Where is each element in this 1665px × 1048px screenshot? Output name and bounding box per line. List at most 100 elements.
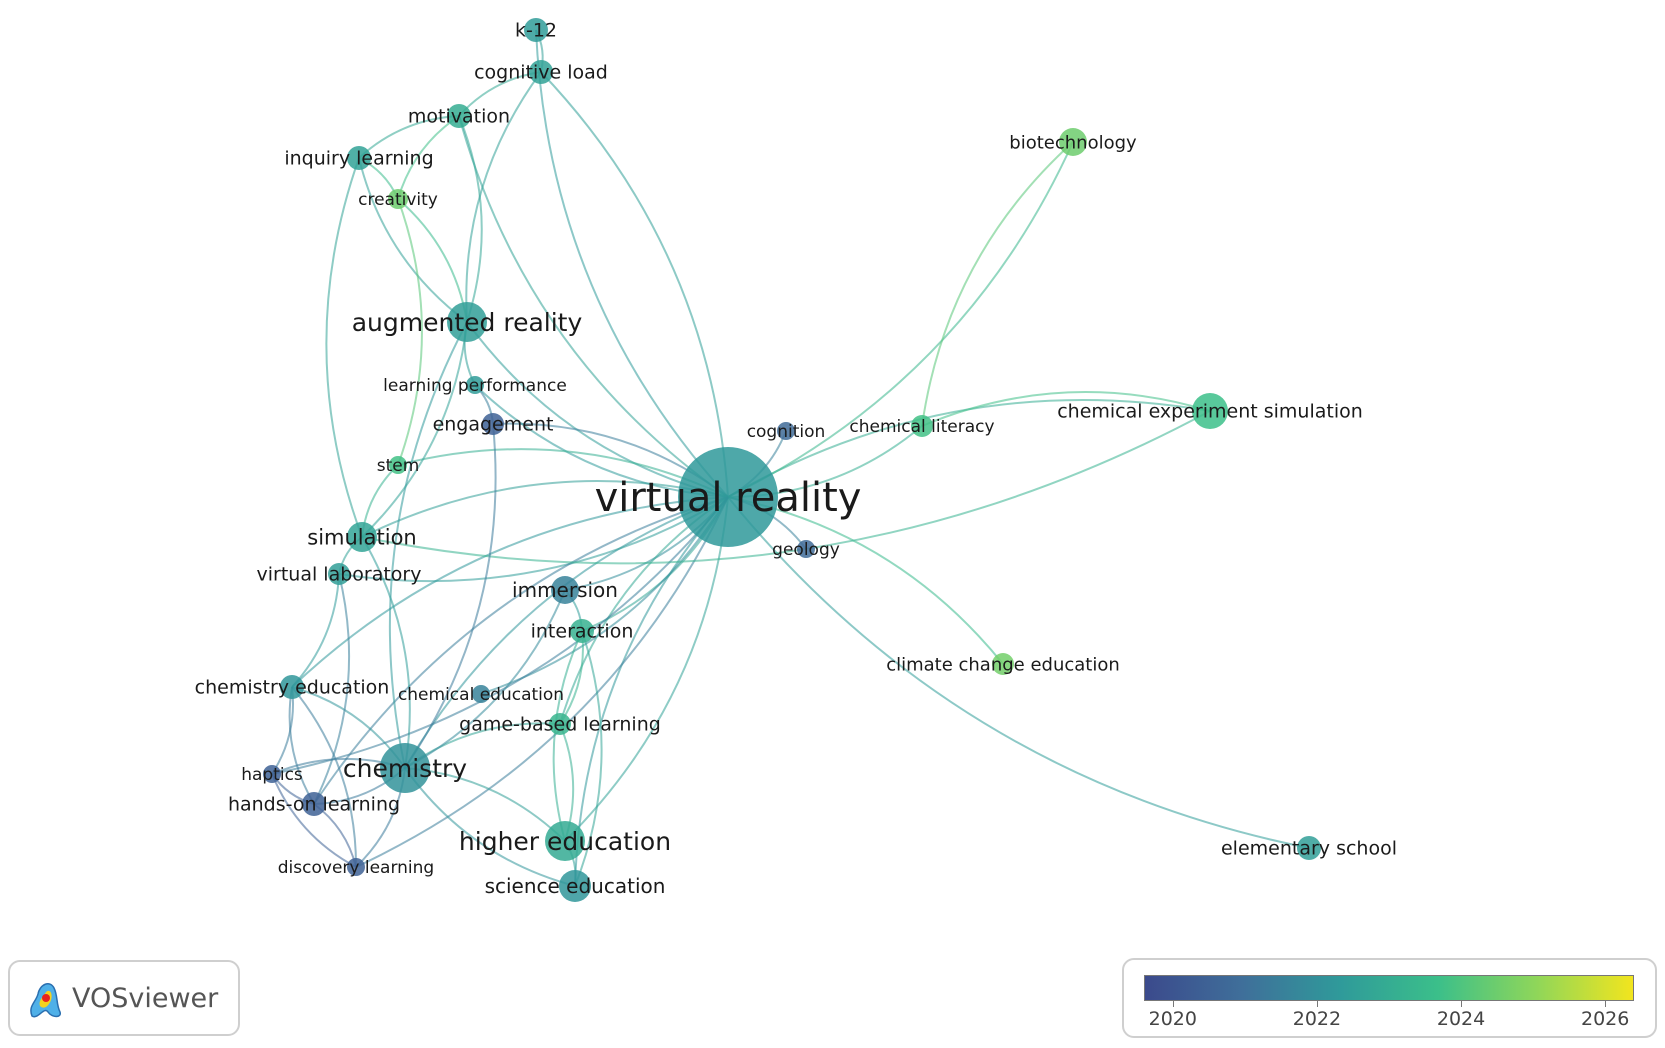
- label-engagement[interactable]: engagement: [433, 414, 554, 436]
- vosviewer-logo-icon: [30, 983, 61, 1018]
- label-geology[interactable]: geology: [772, 540, 840, 560]
- node-engagement[interactable]: [482, 413, 504, 435]
- node-geology[interactable]: [797, 540, 815, 558]
- link-virtual-reality-chemistry-education: [291, 496, 729, 688]
- link-virtual-reality-haptics: [271, 496, 729, 775]
- link-augmented-reality-chemistry: [388, 321, 468, 769]
- node-biotechnology[interactable]: [1059, 128, 1087, 156]
- label-creativity[interactable]: creativity: [358, 190, 438, 210]
- label-discovery-learning[interactable]: discovery learning: [278, 858, 434, 878]
- link-augmented-reality-motivation: [458, 115, 483, 323]
- link-immersion-chemistry: [404, 589, 566, 769]
- link-science-education-interaction: [574, 630, 603, 887]
- link-chemistry-science-education: [404, 767, 576, 887]
- node-simulation[interactable]: [347, 522, 377, 552]
- link-virtual-reality-simulation: [361, 480, 729, 538]
- link-virtual-reality-biotechnology: [727, 141, 1074, 498]
- node-learning-performance[interactable]: [466, 376, 484, 394]
- label-chemistry[interactable]: chemistry: [343, 754, 467, 783]
- node-augmented-reality[interactable]: [447, 302, 487, 342]
- nodes-layer: [263, 18, 1321, 902]
- node-science-education[interactable]: [559, 870, 591, 902]
- node-k-12[interactable]: [524, 18, 548, 42]
- node-chemistry-education[interactable]: [280, 675, 304, 699]
- link-creativity-stem: [397, 198, 423, 466]
- node-inquiry-learning[interactable]: [347, 146, 371, 170]
- node-cognitive-load[interactable]: [529, 60, 553, 84]
- legend-tick-2024: [1461, 1000, 1463, 1007]
- label-chemical-experiment-simulation[interactable]: chemical experiment simulation: [1057, 401, 1363, 423]
- legend-tick-2020: [1172, 1000, 1174, 1007]
- label-virtual-laboratory[interactable]: virtual laboratory: [257, 564, 422, 586]
- label-chemistry-education[interactable]: chemistry education: [195, 677, 390, 699]
- label-motivation[interactable]: motivation: [408, 106, 510, 128]
- vosviewer-logo-text: VOSviewer: [72, 982, 219, 1014]
- label-elementary-school[interactable]: elementary school: [1221, 838, 1397, 860]
- label-interaction[interactable]: interaction: [531, 621, 634, 643]
- label-game-based-learning[interactable]: game-based learning: [459, 714, 661, 736]
- node-stem[interactable]: [389, 456, 407, 474]
- label-cognition[interactable]: cognition: [747, 422, 826, 442]
- label-augmented-reality[interactable]: augmented reality: [352, 308, 583, 337]
- label-haptics[interactable]: haptics: [241, 765, 303, 785]
- legend-tick-2022: [1316, 1000, 1318, 1007]
- link-virtual-reality-k-12: [535, 29, 729, 498]
- label-higher-education[interactable]: higher education: [459, 827, 671, 856]
- legend-label-2022: 2022: [1292, 1008, 1342, 1030]
- link-chemistry-education-hands-on-learning: [288, 686, 315, 805]
- node-discovery-learning[interactable]: [347, 858, 365, 876]
- node-virtual-laboratory[interactable]: [328, 563, 350, 585]
- node-immersion[interactable]: [551, 576, 579, 604]
- node-cognition[interactable]: [777, 422, 795, 440]
- node-chemistry[interactable]: [380, 743, 430, 793]
- link-virtual-reality-discovery-learning: [355, 496, 729, 868]
- label-inquiry-learning[interactable]: inquiry learning: [284, 148, 433, 170]
- label-biotechnology[interactable]: biotechnology: [1009, 132, 1137, 153]
- label-simulation[interactable]: simulation: [307, 525, 416, 549]
- link-virtual-laboratory-hands-on-learning: [313, 573, 351, 805]
- label-chemical-literacy[interactable]: chemical literacy: [849, 417, 994, 437]
- node-haptics[interactable]: [263, 765, 281, 783]
- label-hands-on-learning[interactable]: hands-on learning: [228, 794, 400, 816]
- link-chemistry-education-discovery-learning: [291, 686, 358, 868]
- link-virtual-reality-virtual-laboratory: [338, 496, 729, 583]
- link-augmented-reality-simulation: [361, 321, 468, 538]
- link-virtual-reality-cognitive-load: [540, 71, 729, 498]
- color-scale-bar: [1144, 975, 1634, 1001]
- link-virtual-reality-elementary-school: [727, 496, 1310, 849]
- node-virtual-reality[interactable]: [678, 447, 778, 547]
- label-learning-performance[interactable]: learning performance: [383, 376, 567, 396]
- node-motivation[interactable]: [447, 104, 471, 128]
- label-k-12[interactable]: k-12: [515, 20, 557, 42]
- node-chemical-education[interactable]: [472, 685, 490, 703]
- link-engagement-chemistry: [404, 423, 497, 769]
- legend-label-2020: 2020: [1148, 1008, 1197, 1030]
- label-cognitive-load[interactable]: cognitive load: [474, 62, 608, 84]
- label-stem[interactable]: stem: [377, 456, 420, 476]
- link-haptics-discovery-learning: [271, 773, 357, 868]
- link-motivation-inquiry-learning: [358, 115, 460, 159]
- node-hands-on-learning[interactable]: [302, 792, 326, 816]
- node-chemical-experiment-simulation[interactable]: [1192, 393, 1228, 429]
- label-immersion[interactable]: immersion: [512, 578, 618, 602]
- node-chemical-literacy[interactable]: [911, 415, 933, 437]
- node-creativity[interactable]: [388, 189, 408, 209]
- label-chemical-education[interactable]: chemical education: [398, 685, 564, 705]
- node-elementary-school[interactable]: [1297, 836, 1321, 860]
- label-science-education[interactable]: science education: [485, 874, 666, 898]
- link-virtual-reality-chemistry: [404, 496, 729, 769]
- legend-tick-2026: [1605, 1000, 1607, 1007]
- link-chemical-experiment-simulation-chemical-literacy: [921, 391, 1211, 427]
- link-virtual-laboratory-chemistry-education: [291, 573, 340, 688]
- link-virtual-reality-higher-education: [564, 496, 729, 842]
- label-virtual-reality[interactable]: virtual reality: [595, 475, 862, 521]
- link-inquiry-learning-simulation: [325, 157, 363, 538]
- legend-label-2024: 2024: [1436, 1008, 1486, 1030]
- node-interaction[interactable]: [570, 619, 594, 643]
- node-higher-education[interactable]: [545, 821, 585, 861]
- node-climate-change-education[interactable]: [992, 653, 1014, 675]
- node-game-based-learning[interactable]: [549, 713, 571, 735]
- label-climate-change-education[interactable]: climate change education: [886, 654, 1120, 675]
- link-augmented-reality-inquiry-learning: [358, 157, 468, 323]
